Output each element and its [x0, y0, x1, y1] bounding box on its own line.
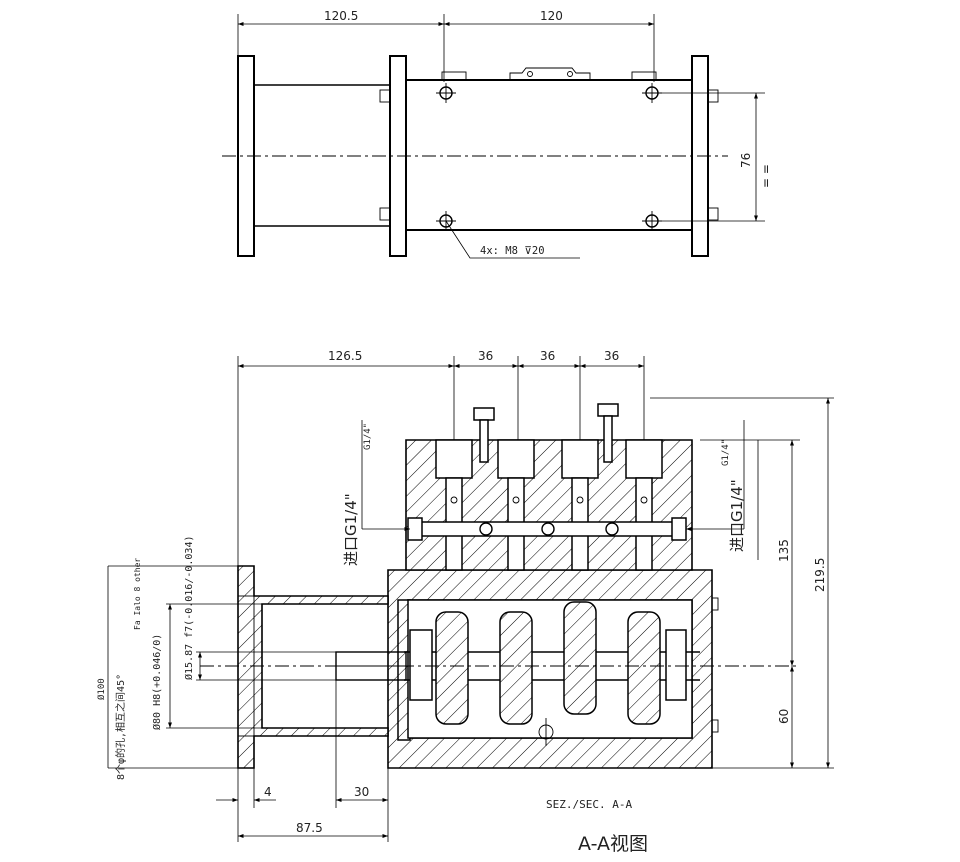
dim-pitch-2: 36 — [540, 349, 555, 363]
thread-note: 4x: M8 ⊽20 — [480, 245, 545, 257]
view-caption: A-A视图 — [578, 833, 648, 855]
shaft-tolerance: Ø15.87 f7(-0.016/-0.034) — [183, 536, 195, 681]
dim-4: 4 — [264, 785, 272, 799]
dim-87-5: 87.5 — [296, 821, 323, 835]
dim-219-5: 219.5 — [813, 558, 827, 592]
phi100-label: Ø100 — [96, 678, 107, 700]
holes-note-en: Fa Ialo 8 other — [133, 558, 142, 630]
dim-126-5: 126.5 — [328, 349, 362, 363]
bore-tolerance: Ø80 H8(+0.046/0) — [151, 634, 163, 730]
dim-60: 60 — [777, 709, 791, 724]
dim-pitch-1: 36 — [478, 349, 493, 363]
section-label: SEZ./SEC. A-A — [546, 798, 632, 811]
dim-pitch-3: 36 — [604, 349, 619, 363]
inlet-left-label: 进口G1/4" — [342, 493, 360, 566]
dim-76: 76 — [739, 153, 753, 168]
inlet-right-label: 进口G1/4" — [728, 479, 746, 552]
cylinders — [407, 403, 687, 571]
top-view — [222, 14, 765, 259]
cams — [409, 601, 687, 725]
equal-marks: = = — [759, 164, 773, 188]
inlet-left-sup: G1/4" — [363, 423, 373, 450]
dim-135: 135 — [777, 539, 791, 562]
dim-120: 120 — [540, 9, 563, 23]
inlet-right-sup: G1/4" — [721, 439, 731, 466]
dim-30: 30 — [354, 785, 369, 799]
dim-120-5: 120.5 — [324, 9, 358, 23]
section-view — [107, 356, 834, 842]
holes-note: 8个φ的孔,相互之间45° — [114, 674, 127, 780]
